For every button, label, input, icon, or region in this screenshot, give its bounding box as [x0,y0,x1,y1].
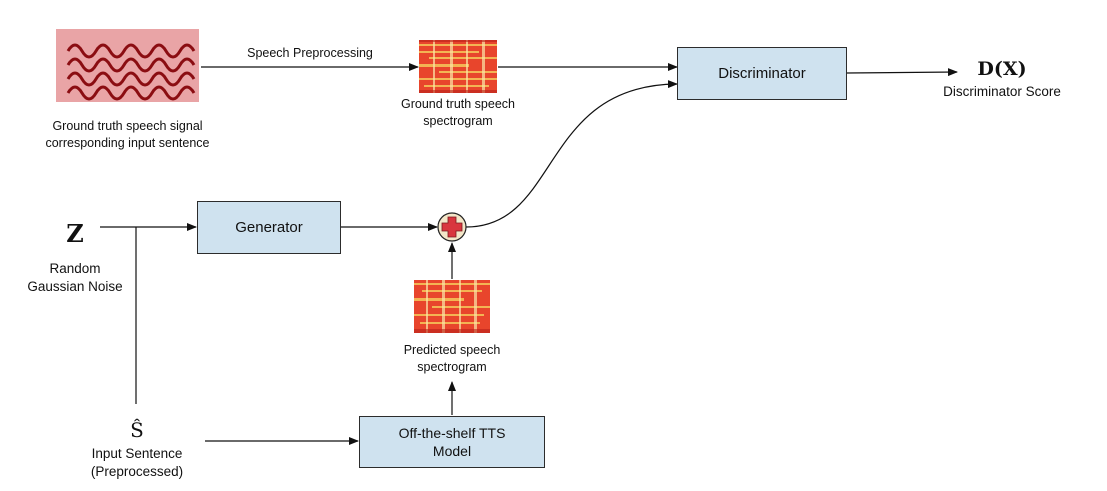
signal-label-line2: corresponding input sentence [45,136,210,150]
sentence-label: Input Sentence (Preprocessed) [70,445,204,481]
generator-box: Generator [197,201,341,254]
noise-label-line2: Gaussian Noise [27,279,123,294]
speech-waveform-image [56,29,199,102]
pred-spectrogram-label-line2: spectrogram [417,360,487,374]
gt-spectrogram-label-line1: Ground truth speech [401,97,515,111]
noise-label: Random Gaussian Noise [10,260,140,296]
pred-spectrogram-label: Predicted speech spectrogram [382,342,522,376]
sentence-symbol: Ŝ [130,418,144,442]
speech-preprocessing-label: Speech Preprocessing [247,46,373,60]
gt-spectrogram-label-line2: spectrogram [423,114,493,128]
adder-icon [437,212,467,242]
tts-model-box: Off-the-shelf TTS Model [359,416,545,468]
signal-label: Ground truth speech signal corresponding… [20,118,235,152]
arrow-adder-to-discriminator [465,80,678,228]
tts-label-line1: Off-the-shelf TTS [398,425,506,441]
signal-label-line1: Ground truth speech signal [52,119,203,133]
pred-spectrogram-image [414,280,490,333]
noise-symbol: Z [66,219,84,248]
discriminator-output-symbol: D(X) [977,58,1027,80]
sentence-label-line1: Input Sentence [91,446,183,461]
discriminator-box: Discriminator [677,47,847,100]
sentence-label-line2: (Preprocessed) [90,464,184,479]
discriminator-score-label: Discriminator Score [943,84,1061,99]
noise-label-line1: Random [49,261,101,276]
tts-label-line2: Model [432,443,472,459]
gt-spectrogram-label: Ground truth speech spectrogram [382,96,534,130]
pred-spectrogram-label-line1: Predicted speech [403,343,501,357]
arrow-discriminator-to-score [846,68,958,77]
gt-spectrogram-image [419,40,497,93]
